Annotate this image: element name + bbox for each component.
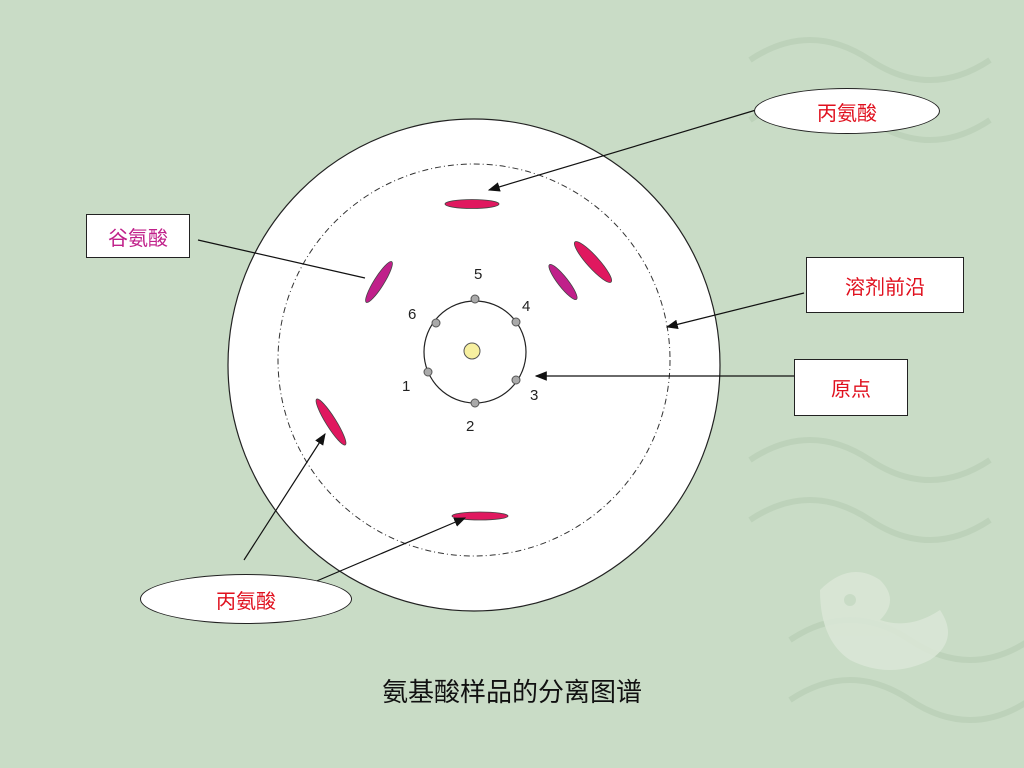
origin-number-1: 1 [402, 378, 410, 395]
origin-number-2: 2 [466, 418, 474, 435]
label-alanine-top: 丙氨酸 [754, 88, 940, 134]
label-glutamic: 谷氨酸 [86, 214, 190, 258]
pointer-glutamic [197, 239, 366, 279]
sample-dot-1 [423, 367, 433, 377]
figure-caption: 氨基酸样品的分离图谱 [381, 678, 642, 708]
glutamic-spot-right [548, 263, 578, 301]
sample-dot-2 [470, 398, 480, 408]
arrow-alanine-bottom [311, 517, 467, 584]
sample-dot-6 [431, 318, 441, 328]
sample-dot-4 [511, 317, 521, 327]
sample-dot-3 [511, 375, 521, 385]
arrow-alanine-left [243, 432, 326, 561]
paper-disk [227, 118, 721, 612]
glutamic-spot-left [365, 261, 393, 303]
solvent-front-circle [277, 163, 671, 557]
origin-number-5: 5 [474, 266, 482, 283]
label-alanine-top-text: 丙氨酸 [817, 100, 877, 125]
label-origin: 原点 [794, 359, 908, 416]
origin-center-spot [463, 342, 481, 360]
origin-number-3: 3 [530, 387, 538, 404]
alanine-spot-bottom [451, 511, 509, 521]
arrow-alanine-top [487, 109, 757, 192]
origin-number-4: 4 [522, 298, 530, 315]
label-solvent-front: 溶剂前沿 [806, 257, 964, 313]
alanine-spot-right [573, 241, 613, 283]
origin-number-6: 6 [408, 306, 416, 323]
label-origin-text: 原点 [831, 377, 871, 401]
alanine-spot-left [315, 398, 347, 446]
sample-dot-5 [470, 294, 480, 304]
alanine-spot-top [444, 199, 500, 209]
label-solvent-front-text: 溶剂前沿 [845, 274, 925, 299]
label-glutamic-text: 谷氨酸 [108, 225, 168, 250]
arrow-solvent-front [665, 292, 805, 330]
label-alanine-bottom: 丙氨酸 [140, 574, 352, 624]
label-alanine-bottom-text: 丙氨酸 [216, 588, 276, 613]
